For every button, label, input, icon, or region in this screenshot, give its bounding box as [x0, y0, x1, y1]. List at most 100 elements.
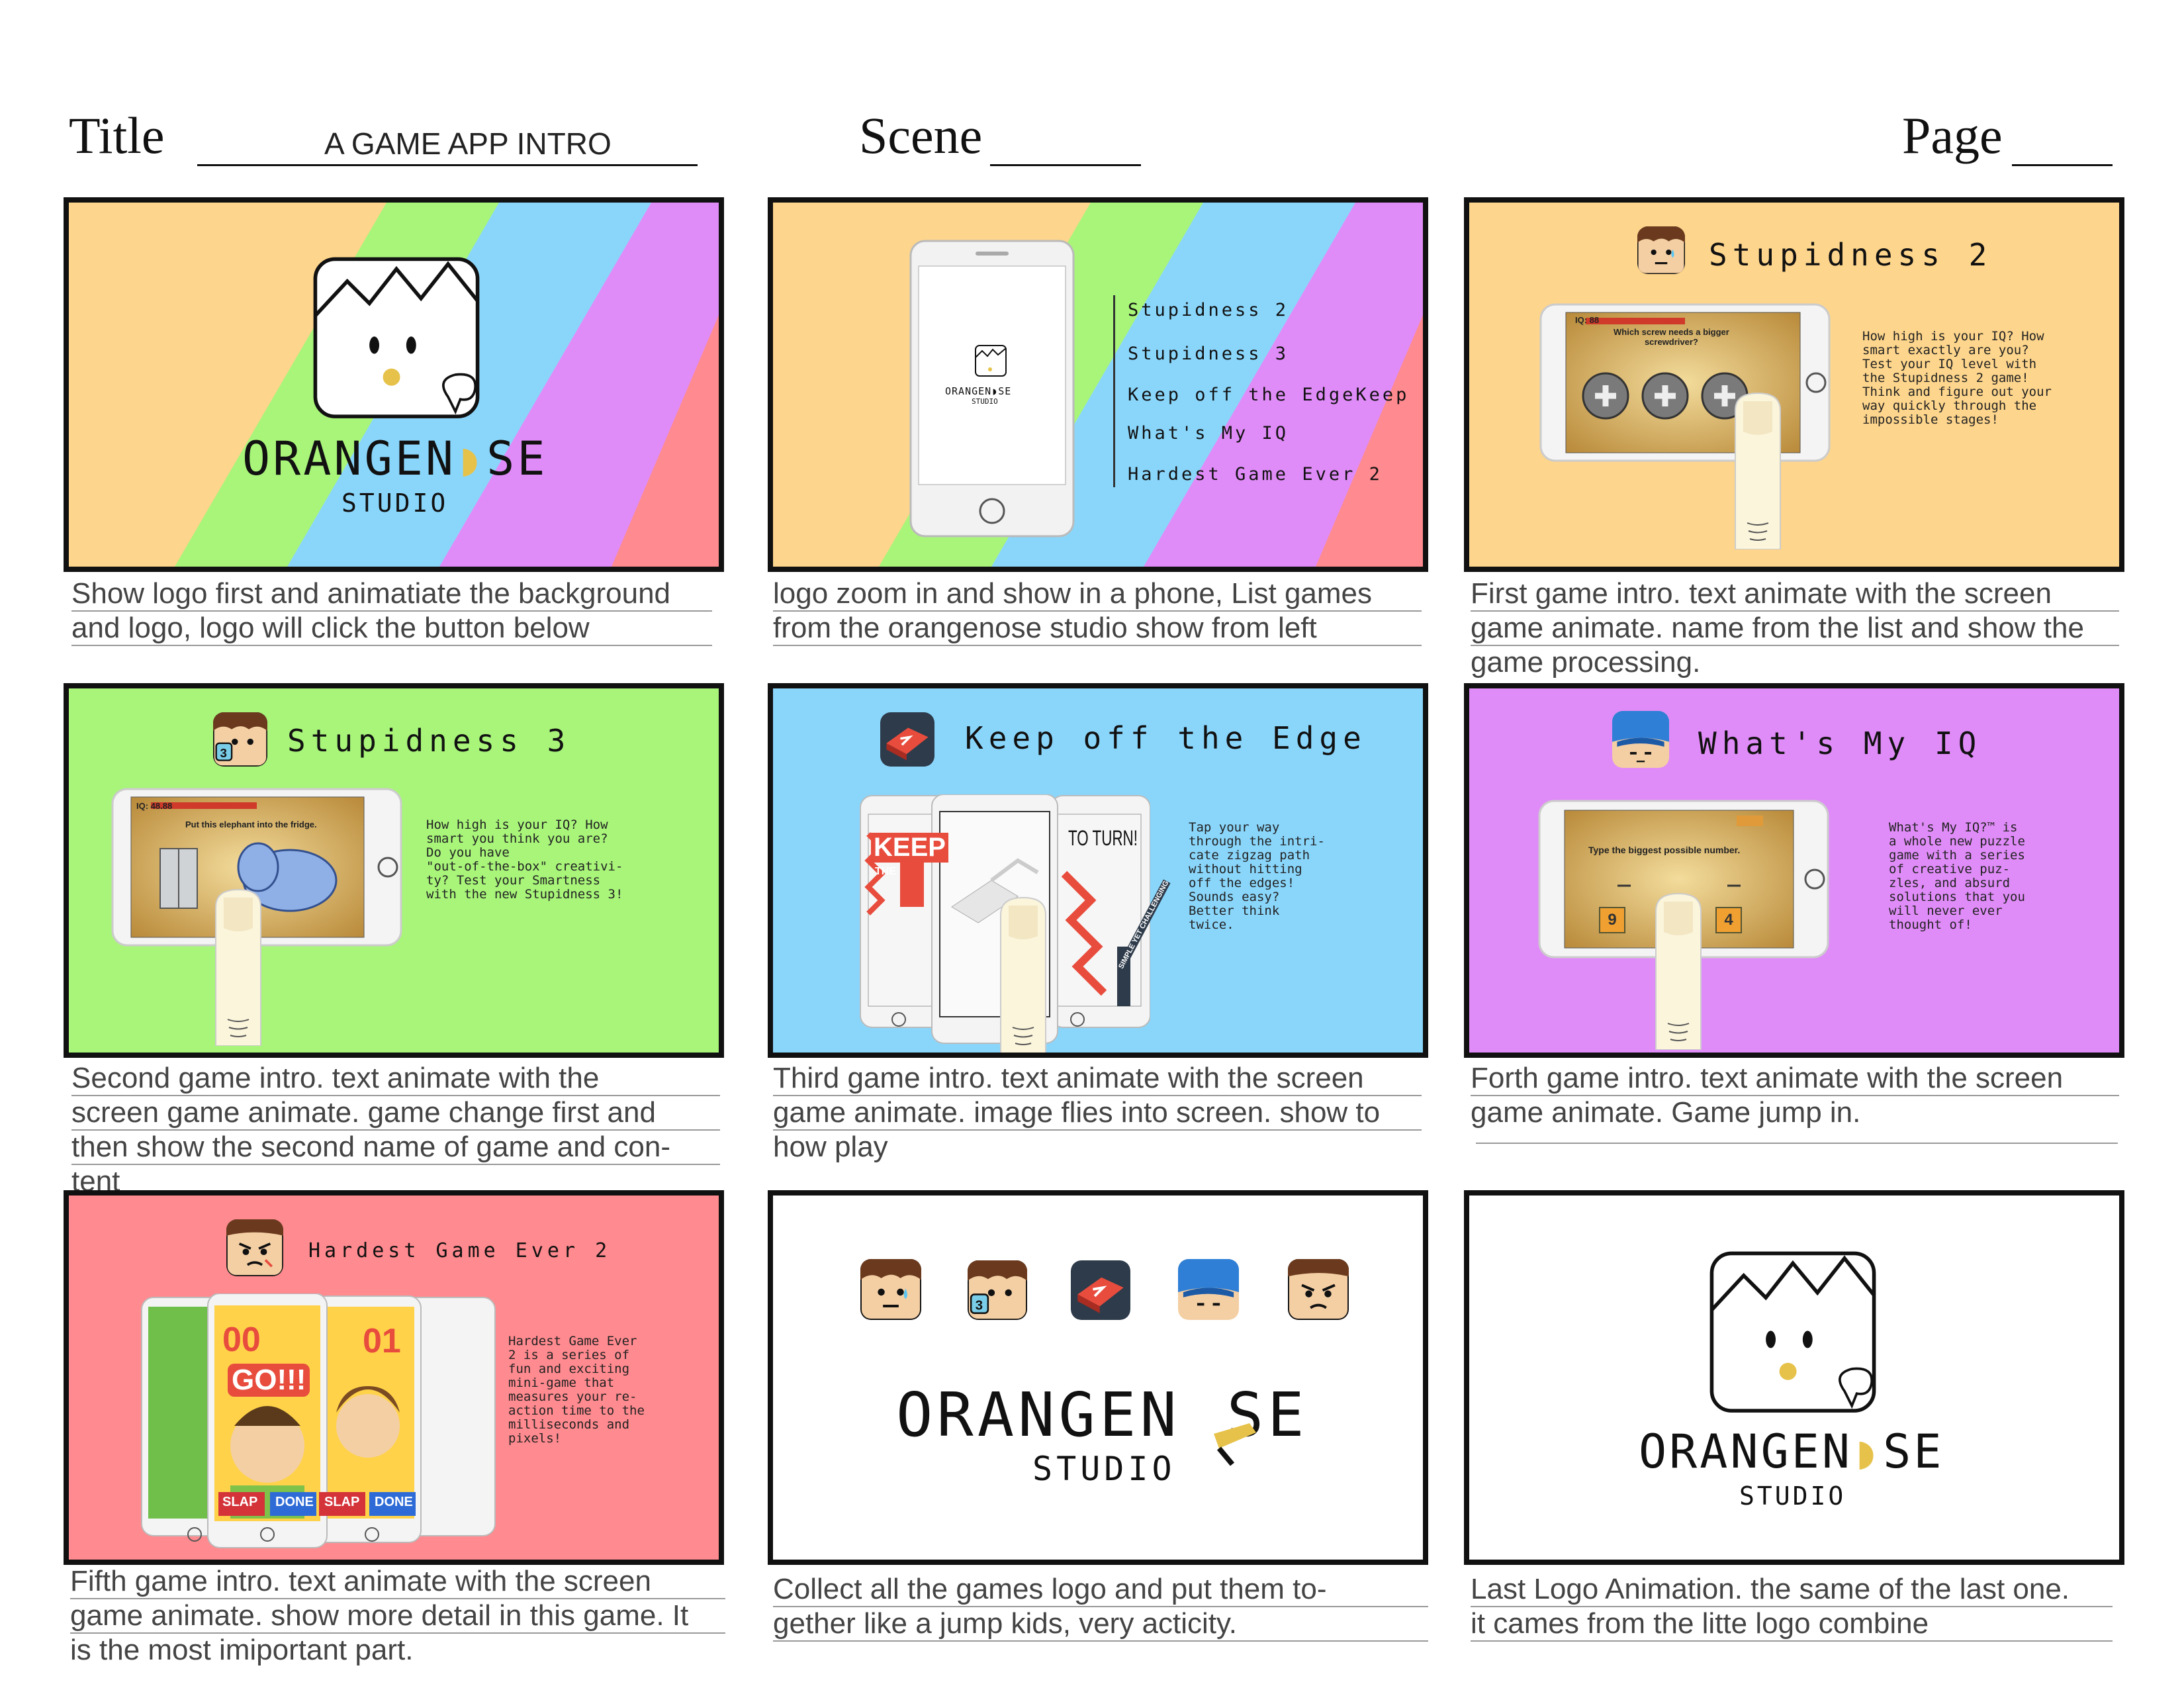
caption-line: Show logo first and animatiate the backg…	[71, 577, 712, 612]
stupidness-2-icon	[1637, 226, 1685, 274]
game-title: Hardest Game Ever 2	[308, 1239, 612, 1262]
finger-icon	[215, 888, 261, 1046]
caption-line: Second game intro. text animate with the	[71, 1062, 720, 1096]
nose-logo-icon	[313, 257, 480, 418]
caption-line: gether like a jump kids, very acticity.	[773, 1607, 1428, 1642]
caption-line: Forth game intro. text animate with the …	[1471, 1062, 2119, 1096]
game-list-item[interactable]: Stupidness 2	[1128, 300, 1289, 320]
tile-a[interactable]: 9	[1599, 907, 1625, 933]
caption-line: is the most imiportant part.	[70, 1634, 414, 1666]
game-blurb: How high is your IQ? How smart exactly a…	[1862, 329, 2052, 427]
brand-studio: STUDIO	[1032, 1450, 1176, 1488]
game-list-item[interactable]: What's My IQ	[1128, 423, 1289, 444]
screen-question: Put this elephant into the fridge.	[185, 820, 317, 829]
hardest-game-icon	[1288, 1259, 1349, 1320]
brand-studio: STUDIO	[341, 489, 449, 518]
panel-5-frame: Keep off the Edge KEEP THE TO TURN! SIMP…	[768, 683, 1428, 1058]
game-list: Stupidness 2 Stupidness 3 Keep off the E…	[1128, 290, 1428, 495]
caption-line: from the orangenose studio show from lef…	[773, 612, 1422, 646]
title-value: A GAME APP INTRO	[324, 126, 612, 161]
screen-the: THE	[875, 866, 896, 877]
game-blurb: Tap your way through the intri- cate zig…	[1189, 820, 1325, 932]
game-title: Stupidness 2	[1709, 237, 1993, 273]
panel-6-caption-rule	[1476, 1143, 2118, 1144]
done-button[interactable]: DONE	[275, 1495, 314, 1509]
phone-mockup	[909, 240, 1075, 538]
caption-line: First game intro. text animate with the …	[1471, 577, 2119, 612]
game-title: Keep off the Edge	[965, 720, 1367, 756]
screen-iq: IQ: 48.88	[136, 801, 173, 811]
nose-piece-icon	[1214, 1423, 1256, 1466]
brand-name-a: ORANGEN	[1639, 1425, 1853, 1479]
panel-2-caption: logo zoom in and show in a phone, List g…	[773, 577, 1422, 646]
panel-7-frame: Hardest Game Ever 2 00 01 GO!!! SLAP DON…	[64, 1190, 724, 1565]
screen-turn: TO TURN!	[1068, 826, 1138, 850]
caption-line: game animate. name from the list and sho…	[1471, 612, 2119, 646]
title-label: Title	[69, 107, 165, 164]
keep-off-edge-icon	[1071, 1260, 1130, 1320]
screen-timer-a: 00	[222, 1321, 261, 1359]
finger-icon	[1000, 896, 1046, 1053]
caption-line: screen game animate. game change first a…	[71, 1096, 720, 1131]
slap-button[interactable]: SLAP	[222, 1495, 258, 1509]
panel-5-caption: Third game intro. text animate with the …	[773, 1062, 1422, 1164]
scene-underline	[990, 164, 1141, 166]
screen-question: Type the biggest possible number.	[1588, 845, 1741, 855]
panel-3-caption: First game intro. text animate with the …	[1471, 577, 2119, 679]
game-list-item[interactable]: Stupidness 3	[1128, 344, 1289, 364]
panel-9-frame: ORANGEN◗SE STUDIO	[1464, 1190, 2124, 1565]
phone-studio: STUDIO	[972, 397, 998, 406]
nose-logo-icon	[1709, 1251, 1876, 1413]
screen-iq: IQ: 88	[1575, 315, 1600, 325]
caption-line: Fifth game intro. text animate with the …	[70, 1565, 725, 1599]
panel-2-frame: ORANGEN◗SE STUDIO Stupidness 2 Stupidnes…	[768, 197, 1428, 572]
hardest-game-icon	[226, 1219, 283, 1276]
caption-line: then show the second name of game and co…	[71, 1131, 720, 1165]
screen-question: Which screw needs a bigger screwdriver?	[1614, 327, 1729, 347]
panel-7-caption: Fifth game intro. text animate with the …	[70, 1565, 725, 1667]
caption-line: and logo, logo will click the button bel…	[71, 612, 712, 646]
tile-b[interactable]: 4	[1715, 907, 1742, 933]
finger-icon	[1735, 392, 1781, 549]
title-underline	[197, 164, 698, 166]
caption-line: Collect all the games logo and put them …	[773, 1573, 1428, 1607]
caption-line: it cames from the litte logo combine	[1471, 1607, 2113, 1642]
caption-line: Last Logo Animation. the same of the las…	[1471, 1573, 2113, 1607]
done-button[interactable]: DONE	[375, 1495, 413, 1509]
whats-my-iq-icon	[1178, 1259, 1239, 1320]
stupidness-3-icon: 3	[968, 1260, 1027, 1320]
game-list-item[interactable]: Keep off the EdgeKeep of	[1128, 385, 1428, 405]
brand-wordmark: ORANGEN◗SE	[242, 432, 548, 486]
panel-8-caption: Collect all the games logo and put them …	[773, 1573, 1428, 1642]
game-blurb: What's My IQ?™ is a whole new puzzle gam…	[1889, 820, 2025, 932]
svg-text:3: 3	[220, 746, 227, 760]
panel-6-frame: What's My IQ Type the biggest possible n…	[1464, 683, 2124, 1058]
caption-line: game processing.	[1471, 646, 1701, 679]
list-divider	[1113, 295, 1115, 487]
game-list-item[interactable]: Hardest Game Ever 2	[1128, 464, 1383, 485]
panel-4-frame: 3 Stupidness 3 IQ: 48.88 Put this elepha…	[64, 683, 724, 1058]
caption-line: Third game intro. text animate with the …	[773, 1062, 1422, 1096]
brand-wordmark: ORANGEN◗SE	[1639, 1425, 1944, 1479]
slap-button[interactable]: SLAP	[324, 1495, 360, 1509]
brand-name-b: SE	[486, 432, 548, 486]
game-phone-landscape	[111, 788, 402, 947]
caption-line: logo zoom in and show in a phone, List g…	[773, 577, 1422, 612]
keep-off-edge-icon	[880, 712, 934, 767]
stupidness-3-icon: 3	[213, 712, 267, 767]
screen-timer-b: 01	[363, 1322, 401, 1360]
page-label: Page	[1902, 107, 2003, 164]
brand-name-a: ORANGEN	[896, 1380, 1181, 1450]
finger-icon	[1655, 892, 1702, 1050]
caption-line: game animate. image flies into screen. s…	[773, 1096, 1422, 1131]
whats-my-iq-icon	[1612, 711, 1669, 768]
brand-name-a: ORANGEN	[242, 432, 457, 486]
panel-9-caption: Last Logo Animation. the same of the las…	[1471, 1573, 2113, 1642]
caption-line: game animate. show more detail in this g…	[70, 1599, 725, 1634]
game-blurb: Hardest Game Ever 2 is a series of fun a…	[508, 1334, 645, 1446]
stupidness-2-icon	[860, 1259, 921, 1320]
panel-1-frame: ORANGEN◗SE STUDIO	[64, 197, 724, 572]
caption-line: how play	[773, 1131, 888, 1163]
brand-name-b: SE	[1883, 1425, 1944, 1479]
